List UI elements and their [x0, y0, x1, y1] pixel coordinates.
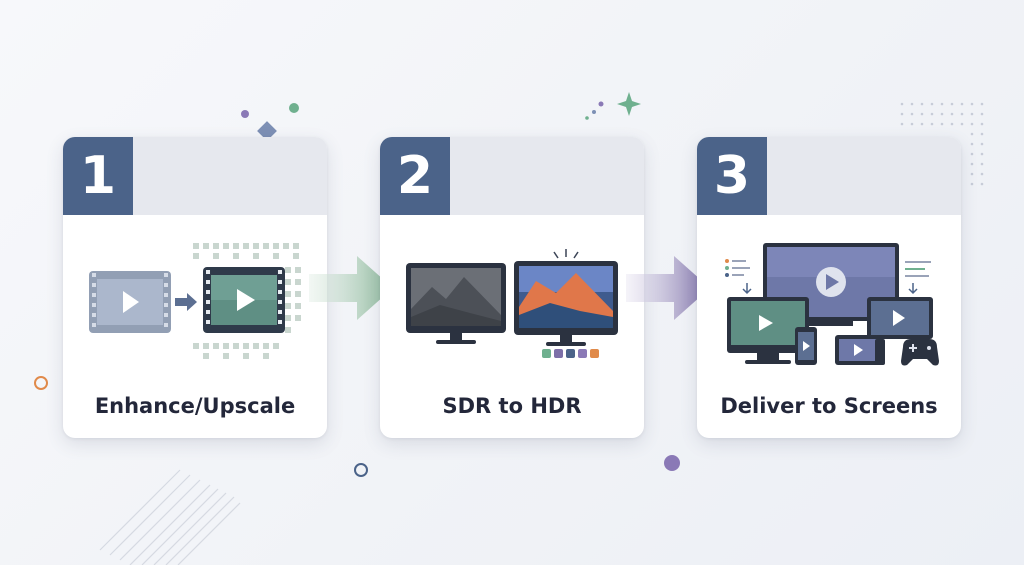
gamepad-icon: [901, 339, 939, 366]
phone-icon: [795, 327, 817, 365]
laptop-icon: [727, 297, 809, 364]
screens-illustration: [725, 243, 939, 366]
ring-icon: [354, 463, 368, 477]
tablet-icon: [835, 335, 881, 365]
step-label: Deliver to Screens: [720, 394, 938, 418]
film-strip-icon: [89, 271, 171, 333]
step-label: Enhance/Upscale: [94, 394, 296, 418]
film-strip-icon: [203, 267, 285, 333]
dot-grid-decor: [900, 102, 984, 186]
arrow-right-icon: [175, 293, 197, 311]
monitor-icon: [406, 263, 506, 344]
ring-icon: [34, 376, 48, 390]
flow-arrow: [309, 256, 393, 320]
step-number: 2: [380, 137, 450, 215]
status-bars: [725, 259, 931, 295]
diamond-icon: [257, 121, 277, 141]
step-number: 1: [63, 137, 133, 215]
color-swatches: [542, 349, 599, 358]
flow-arrow: [626, 256, 710, 320]
dot-icon: [289, 103, 299, 113]
monitor-icon: [514, 261, 618, 346]
dot-icon: [664, 455, 680, 471]
step-card-3: 3: [697, 137, 961, 438]
step-label: SDR to HDR: [442, 394, 582, 418]
sparkle-icon: [617, 92, 641, 116]
upscale-illustration: [89, 243, 301, 359]
dot-icon: [241, 110, 249, 118]
hatch-decor: [99, 469, 241, 565]
step-number: 3: [697, 137, 767, 215]
monitor-icon: [867, 297, 933, 365]
sparkle-icon: [553, 249, 579, 259]
step-card-2: 2: [380, 137, 644, 438]
pixel-grid-icon: [193, 243, 301, 359]
step-card-1: 1: [63, 137, 327, 438]
sdr-hdr-illustration: [406, 249, 618, 358]
